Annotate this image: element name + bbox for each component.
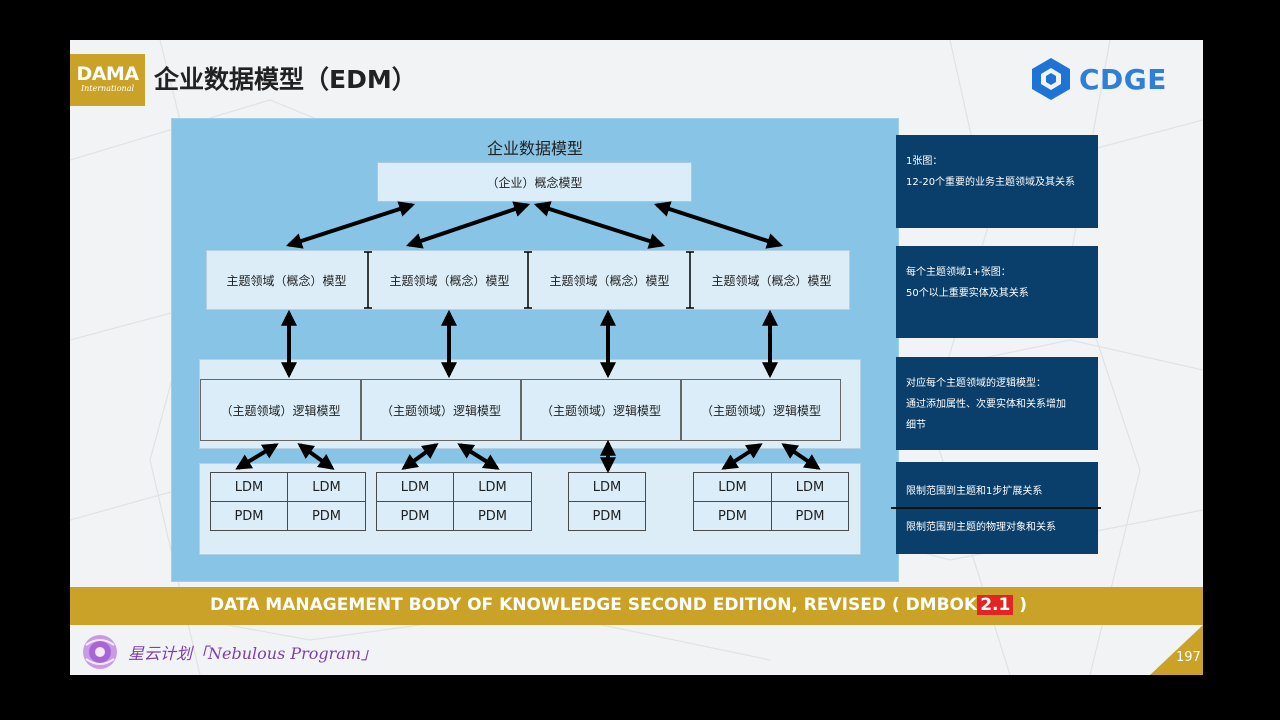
note-physical: 限制范围到主题和1步扩展关系 限制范围到主题的物理对象和关系 (891, 462, 1101, 554)
note-line: 1张图： (906, 156, 943, 167)
edm-diagram: 企业数据模型 （企业）概念模型 主题领域（概念）模型 主题领域（概念）模型 主题… (171, 118, 899, 582)
subject-area-model-1: 主题领域（概念）模型 (209, 250, 364, 310)
ldm-cell: LDM (376, 472, 454, 502)
note-line: 每个主题领域1+张图： (906, 267, 1011, 278)
pdm-cell: PDM (210, 501, 288, 531)
pdm-cell: PDM (771, 501, 849, 531)
note-line: 50个以上重要实体及其关系 (906, 288, 1029, 299)
note-line: 限制范围到主题和1步扩展关系 (906, 486, 1043, 497)
logical-model-1: （主题领域）逻辑模型 (200, 379, 361, 441)
version-badge: 2.1 (977, 595, 1014, 615)
cdge-brand-text: CDGE (1079, 63, 1167, 96)
footer-bar (70, 587, 1203, 625)
arrow-top-to-subject-1 (285, 201, 416, 249)
note-subject-area: 每个主题领域1+张图： 50个以上重要实体及其关系 (896, 246, 1098, 338)
pdm-cell: PDM (287, 501, 366, 531)
footer-title-close: ) (1013, 595, 1028, 615)
arrow-logical-to-ldm-2b (457, 443, 500, 470)
logical-model-2: （主题领域）逻辑模型 (361, 379, 521, 441)
logical-model-label: （主题领域）逻辑模型 (220, 403, 341, 418)
arrow-logical-to-ldm-4a (721, 443, 763, 470)
diagram-title: 企业数据模型 (486, 139, 583, 158)
logical-model-label: （主题领域）逻辑模型 (700, 403, 821, 418)
nebula-program-text: 星云计划「Nebulous Program」 (128, 644, 378, 663)
pdm-cell: PDM (453, 501, 532, 531)
arrow-logical-to-ldm-1a (235, 443, 279, 470)
logical-model-label: （主题领域）逻辑模型 (540, 403, 661, 418)
ldm-cell: LDM (210, 472, 288, 502)
diagram-arrows (235, 201, 821, 474)
dama-logo-sub: International (80, 84, 135, 93)
arrow-top-to-subject-4 (653, 201, 784, 249)
subject-area-model-2: 主题领域（概念）模型 (372, 250, 527, 310)
note-line: 限制范围到主题的物理对象和关系 (906, 522, 1056, 533)
corner-decoration (1150, 625, 1203, 675)
subject-area-model-3: 主题领域（概念）模型 (532, 250, 687, 310)
subject-area-model-label: 主题领域（概念）模型 (389, 273, 510, 288)
note-logical: 对应每个主题领域的逻辑模型： 通过添加属性、次要实体和关系增加 细节 (896, 357, 1098, 450)
page-title: 企业数据模型（EDM） (154, 65, 417, 94)
note-line: 细节 (906, 420, 926, 431)
ldm-cell: LDM (287, 472, 366, 502)
note-line: 对应每个主题领域的逻辑模型： (906, 378, 1046, 389)
ldm-cell: LDM (693, 472, 772, 502)
nebula-logo-icon (83, 635, 117, 669)
subject-area-model-4: 主题领域（概念）模型 (694, 250, 849, 310)
pdm-cell: PDM (568, 501, 646, 531)
slide: DAMA International 企业数据模型（EDM） CDGE 企业数据… (70, 40, 1203, 675)
dama-logo: DAMA International (70, 54, 145, 106)
page-number: 197 (1176, 650, 1201, 665)
dama-logo-main: DAMA (76, 63, 139, 85)
ldm-cell: LDM (453, 472, 532, 502)
subject-area-model-label: 主题领域（概念）模型 (549, 273, 670, 288)
note-conceptual: 1张图： 12-20个重要的业务主题领域及其关系 (896, 135, 1098, 228)
subject-area-model-label: 主题领域（概念）模型 (711, 273, 832, 288)
footer-title-main: DATA MANAGEMENT BODY OF KNOWLEDGE SECOND… (210, 595, 978, 615)
note-divider-line (891, 507, 1101, 509)
cdge-logo-icon (1032, 58, 1070, 100)
pdm-cell: PDM (693, 501, 772, 531)
arrow-top-to-subject-3 (533, 201, 666, 249)
ldm-cell: LDM (771, 472, 849, 502)
note-line: 通过添加属性、次要实体和关系增加 (906, 399, 1066, 410)
enterprise-conceptual-model-label: （企业）概念模型 (486, 175, 583, 190)
logical-model-label: （主题领域）逻辑模型 (380, 403, 501, 418)
logical-model-3: （主题领域）逻辑模型 (521, 379, 681, 441)
arrow-top-to-subject-2 (405, 201, 531, 249)
arrow-logical-to-ldm-1b (297, 443, 335, 470)
logical-model-4: （主题领域）逻辑模型 (681, 379, 841, 441)
footer-title: DATA MANAGEMENT BODY OF KNOWLEDGE SECOND… (210, 595, 1027, 615)
note-line: 12-20个重要的业务主题领域及其关系 (906, 177, 1076, 188)
arrow-logical-to-ldm-2a (401, 443, 439, 470)
arrow-logical-to-ldm-4b (781, 443, 821, 470)
subject-area-model-label: 主题领域（概念）模型 (226, 273, 347, 288)
